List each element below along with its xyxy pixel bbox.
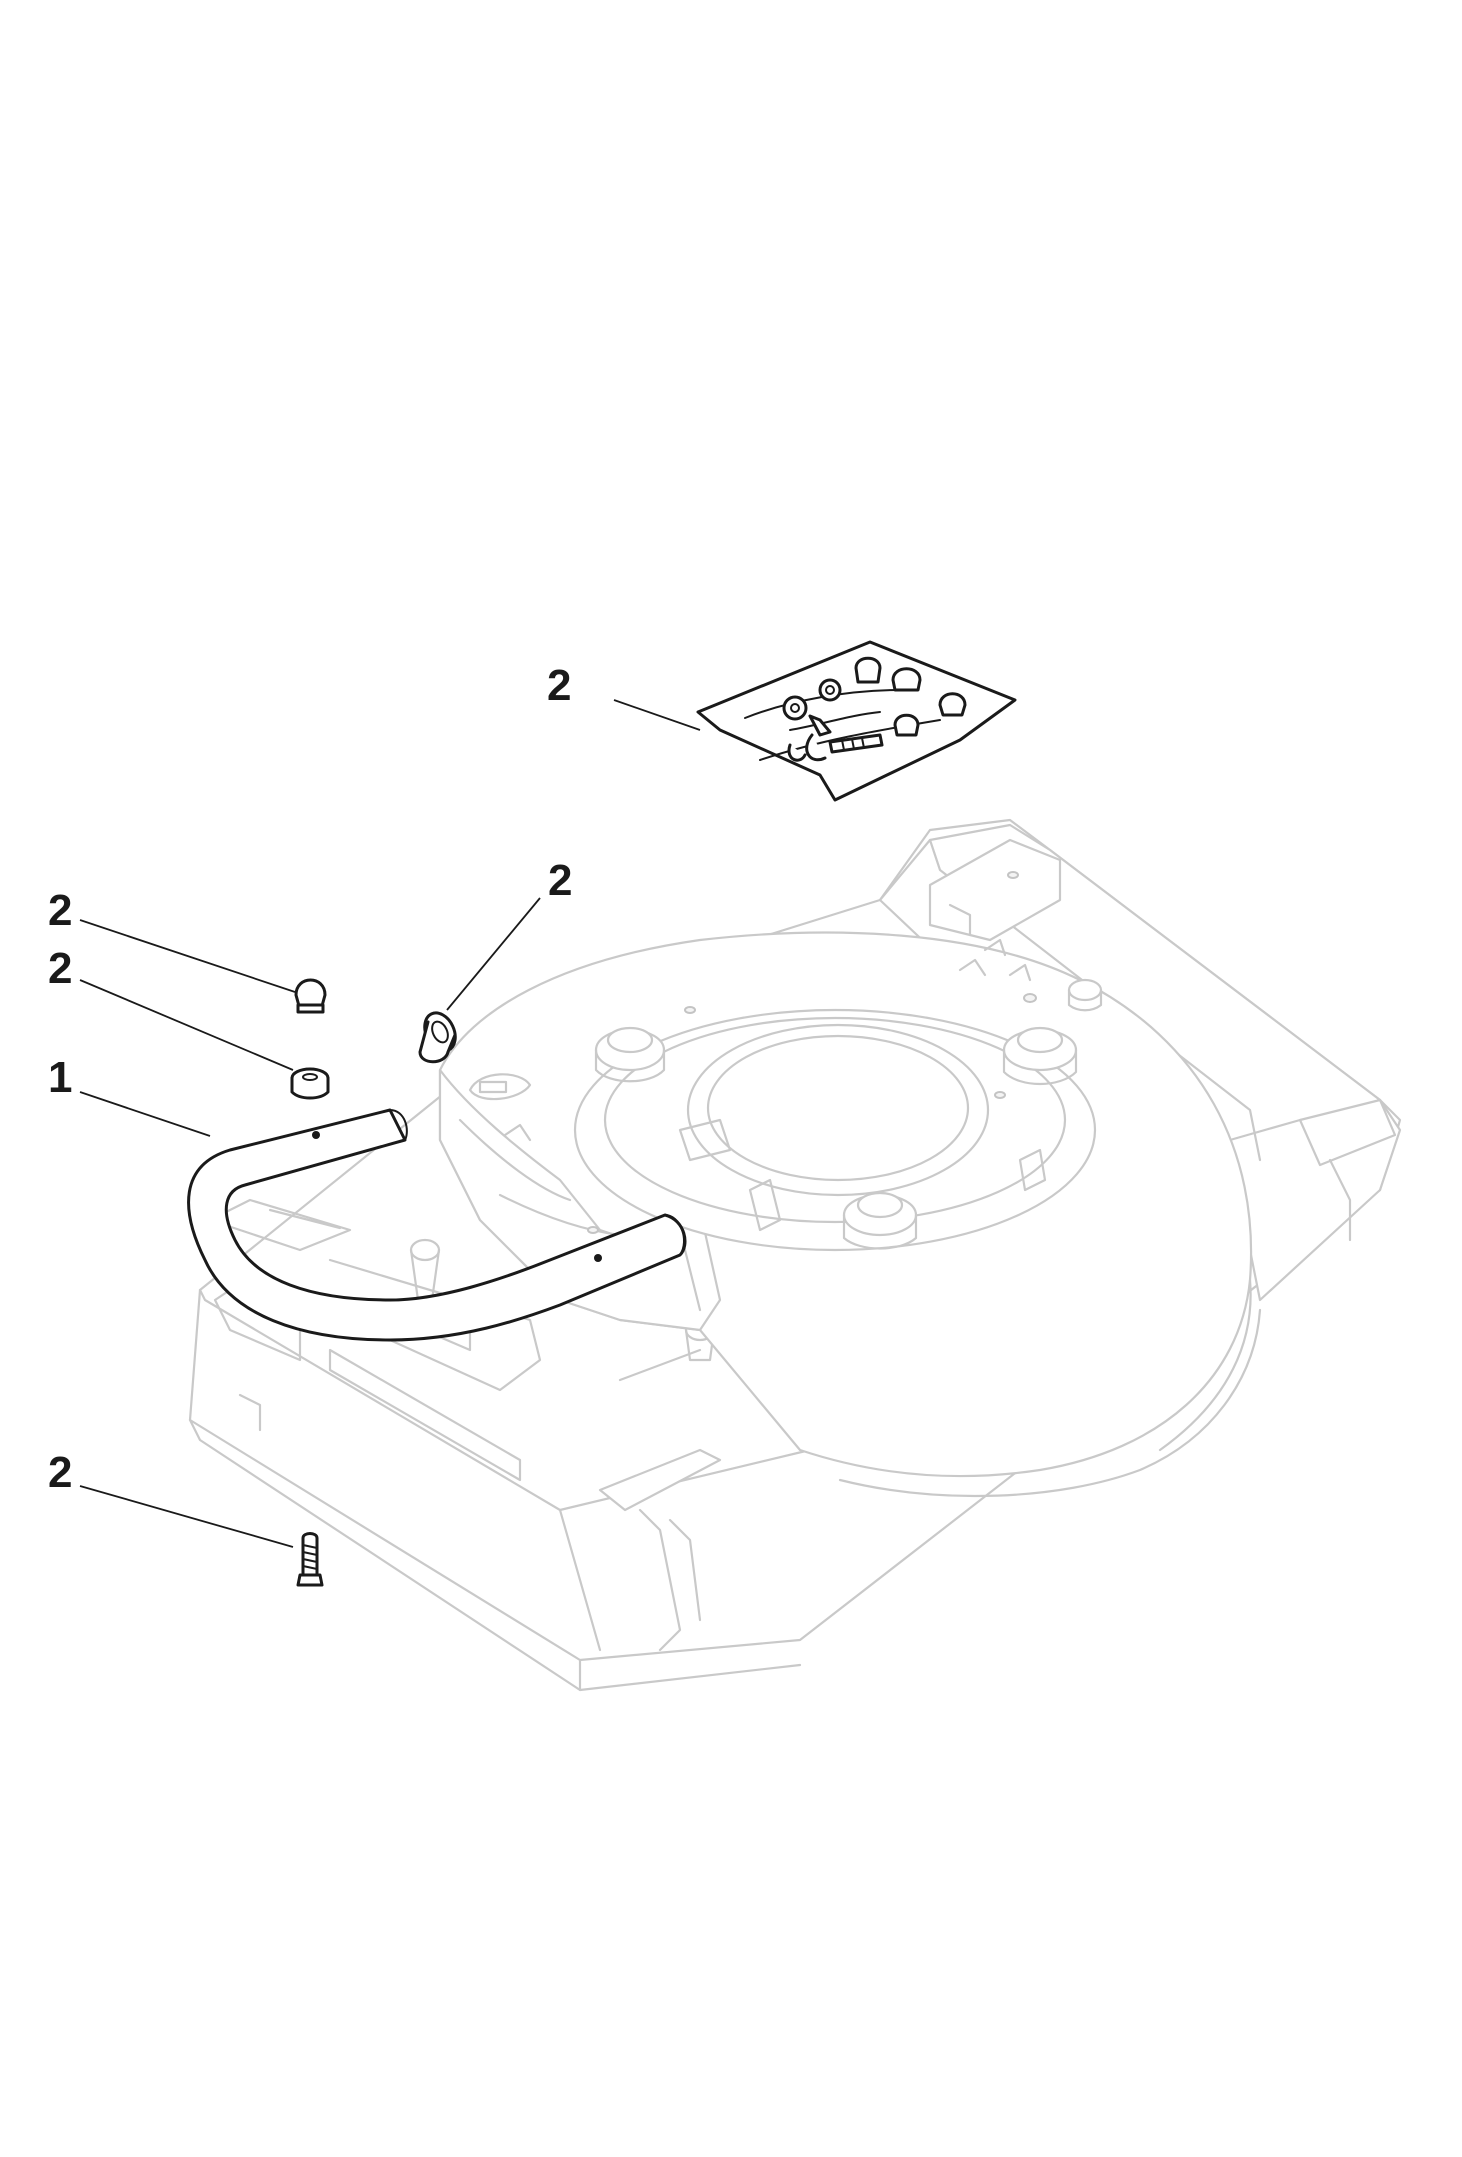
leader-handle-bar xyxy=(79,1091,211,1137)
leader-lines xyxy=(79,699,701,1548)
callout-cap-nut: 2 xyxy=(48,886,72,935)
callout-labels: 2 2 2 2 1 2 xyxy=(48,661,572,1497)
mower-deck-ghost xyxy=(188,818,1402,1692)
cap-nut-part[interactable] xyxy=(294,978,327,1014)
leader-bolt xyxy=(79,1485,294,1548)
callout-lock-nut: 2 xyxy=(48,944,72,993)
leader-lock-nut xyxy=(79,979,294,1071)
plug-part[interactable] xyxy=(418,1008,461,1064)
lock-nut-part[interactable] xyxy=(290,1067,330,1100)
hardware-kit-bag[interactable] xyxy=(696,640,1017,802)
callout-bolt: 2 xyxy=(48,1448,72,1497)
callout-handle-bar: 1 xyxy=(48,1053,72,1102)
leader-plug xyxy=(446,897,541,1011)
leader-bag-kit xyxy=(613,699,701,731)
handle-bar-part[interactable] xyxy=(187,1108,687,1342)
callout-bag-kit: 2 xyxy=(547,661,571,710)
leader-cap-nut xyxy=(79,919,296,993)
callout-plug: 2 xyxy=(548,856,572,905)
bolt-part[interactable] xyxy=(296,1532,324,1587)
